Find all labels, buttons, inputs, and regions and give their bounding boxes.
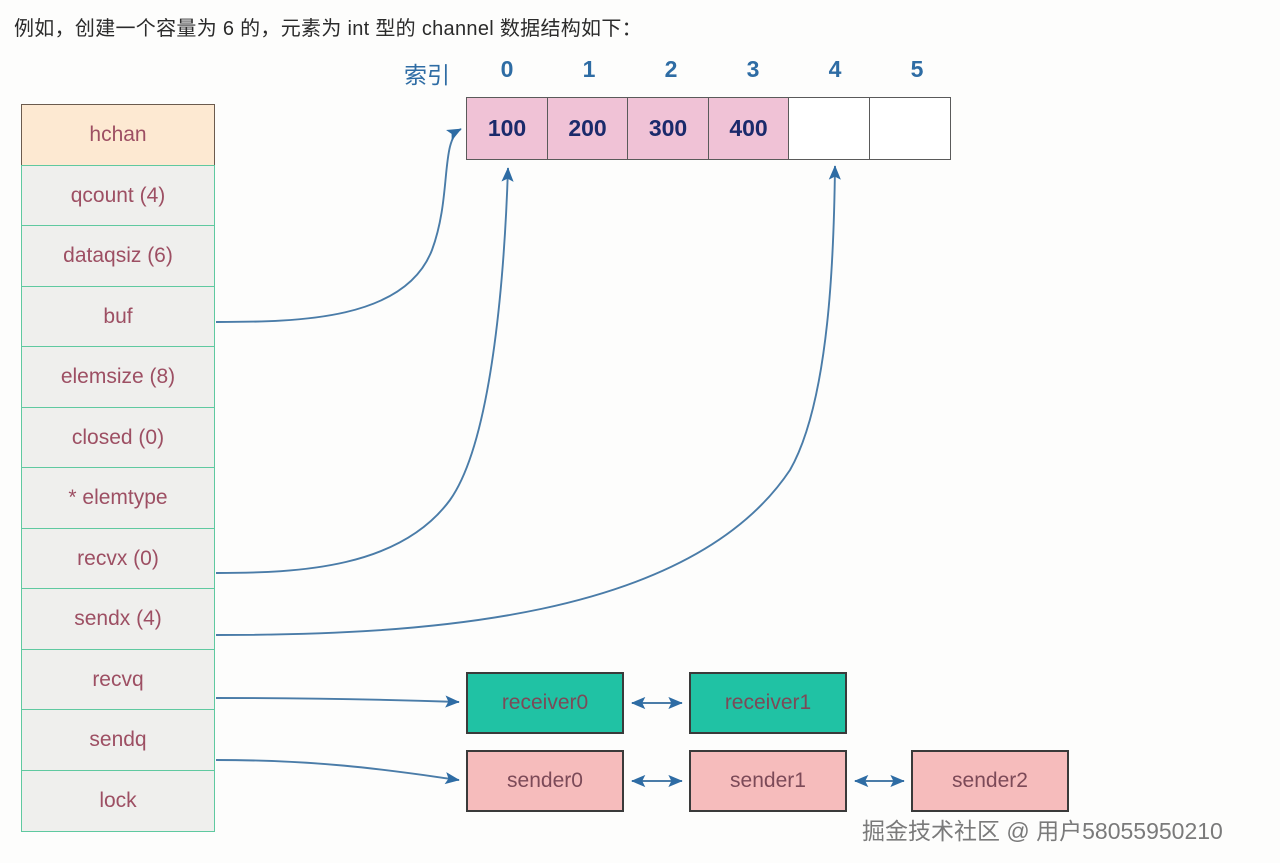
- buffer-index-2: 2: [664, 56, 678, 82]
- struct-field-elemtype: * elemtype: [21, 467, 215, 529]
- struct-field-sendq: sendq: [21, 709, 215, 771]
- buffer-index-label: 索引: [404, 62, 450, 88]
- struct-field-buf: buf: [21, 285, 215, 348]
- buffer-cell-0: 100: [466, 97, 548, 160]
- page-caption: 例如，创建一个容量为 6 的，元素为 int 型的 channel 数据结构如下…: [14, 18, 642, 40]
- sendq-item-sender1: sender1: [689, 750, 847, 812]
- wire-recvq-to-receiver0: [215, 695, 460, 708]
- hchan-struct: hchan qcount (4) dataqsiz (6) buf elemsi…: [21, 104, 215, 832]
- sendq-item-sender0: sender0: [466, 750, 624, 812]
- struct-field-lock: lock: [21, 769, 215, 832]
- buffer-cell-2: 300: [627, 97, 709, 160]
- buffer-index-0: 0: [500, 56, 514, 82]
- struct-field-closed: closed (0): [21, 406, 215, 469]
- buffer-index-1: 1: [582, 56, 596, 82]
- buffer-cell-3: 400: [707, 97, 790, 160]
- buffer-index-4: 4: [828, 56, 842, 82]
- wire-recvx-to-cell0: [215, 167, 514, 574]
- watermark: 掘金技术社区 @ 用户58055950210: [862, 818, 1223, 844]
- buffer-cell-5: [868, 97, 951, 160]
- struct-field-elemsize: elemsize (8): [21, 346, 215, 408]
- struct-field-sendx: sendx (4): [21, 588, 215, 650]
- recvq-item-receiver0: receiver0: [466, 672, 624, 734]
- wire-sendq-to-sender0: [215, 759, 460, 785]
- recvq-item-receiver1: receiver1: [689, 672, 847, 734]
- ring-buffer: 100 200 300 400: [466, 97, 951, 160]
- struct-header: hchan: [21, 104, 215, 166]
- buffer-cell-4: [788, 97, 870, 160]
- buffer-index-3: 3: [746, 56, 760, 82]
- struct-field-qcount: qcount (4): [21, 164, 215, 227]
- sendq-item-sender2: sender2: [911, 750, 1069, 812]
- wire-sendx-to-cell4: [215, 165, 841, 636]
- struct-field-recvq: recvq: [21, 648, 215, 711]
- buffer-cell-1: 200: [546, 97, 629, 160]
- buffer-index-5: 5: [910, 56, 924, 82]
- struct-field-recvx: recvx (0): [21, 527, 215, 590]
- wire-buf-to-buffer: [215, 128, 462, 323]
- struct-field-dataqsiz: dataqsiz (6): [21, 225, 215, 287]
